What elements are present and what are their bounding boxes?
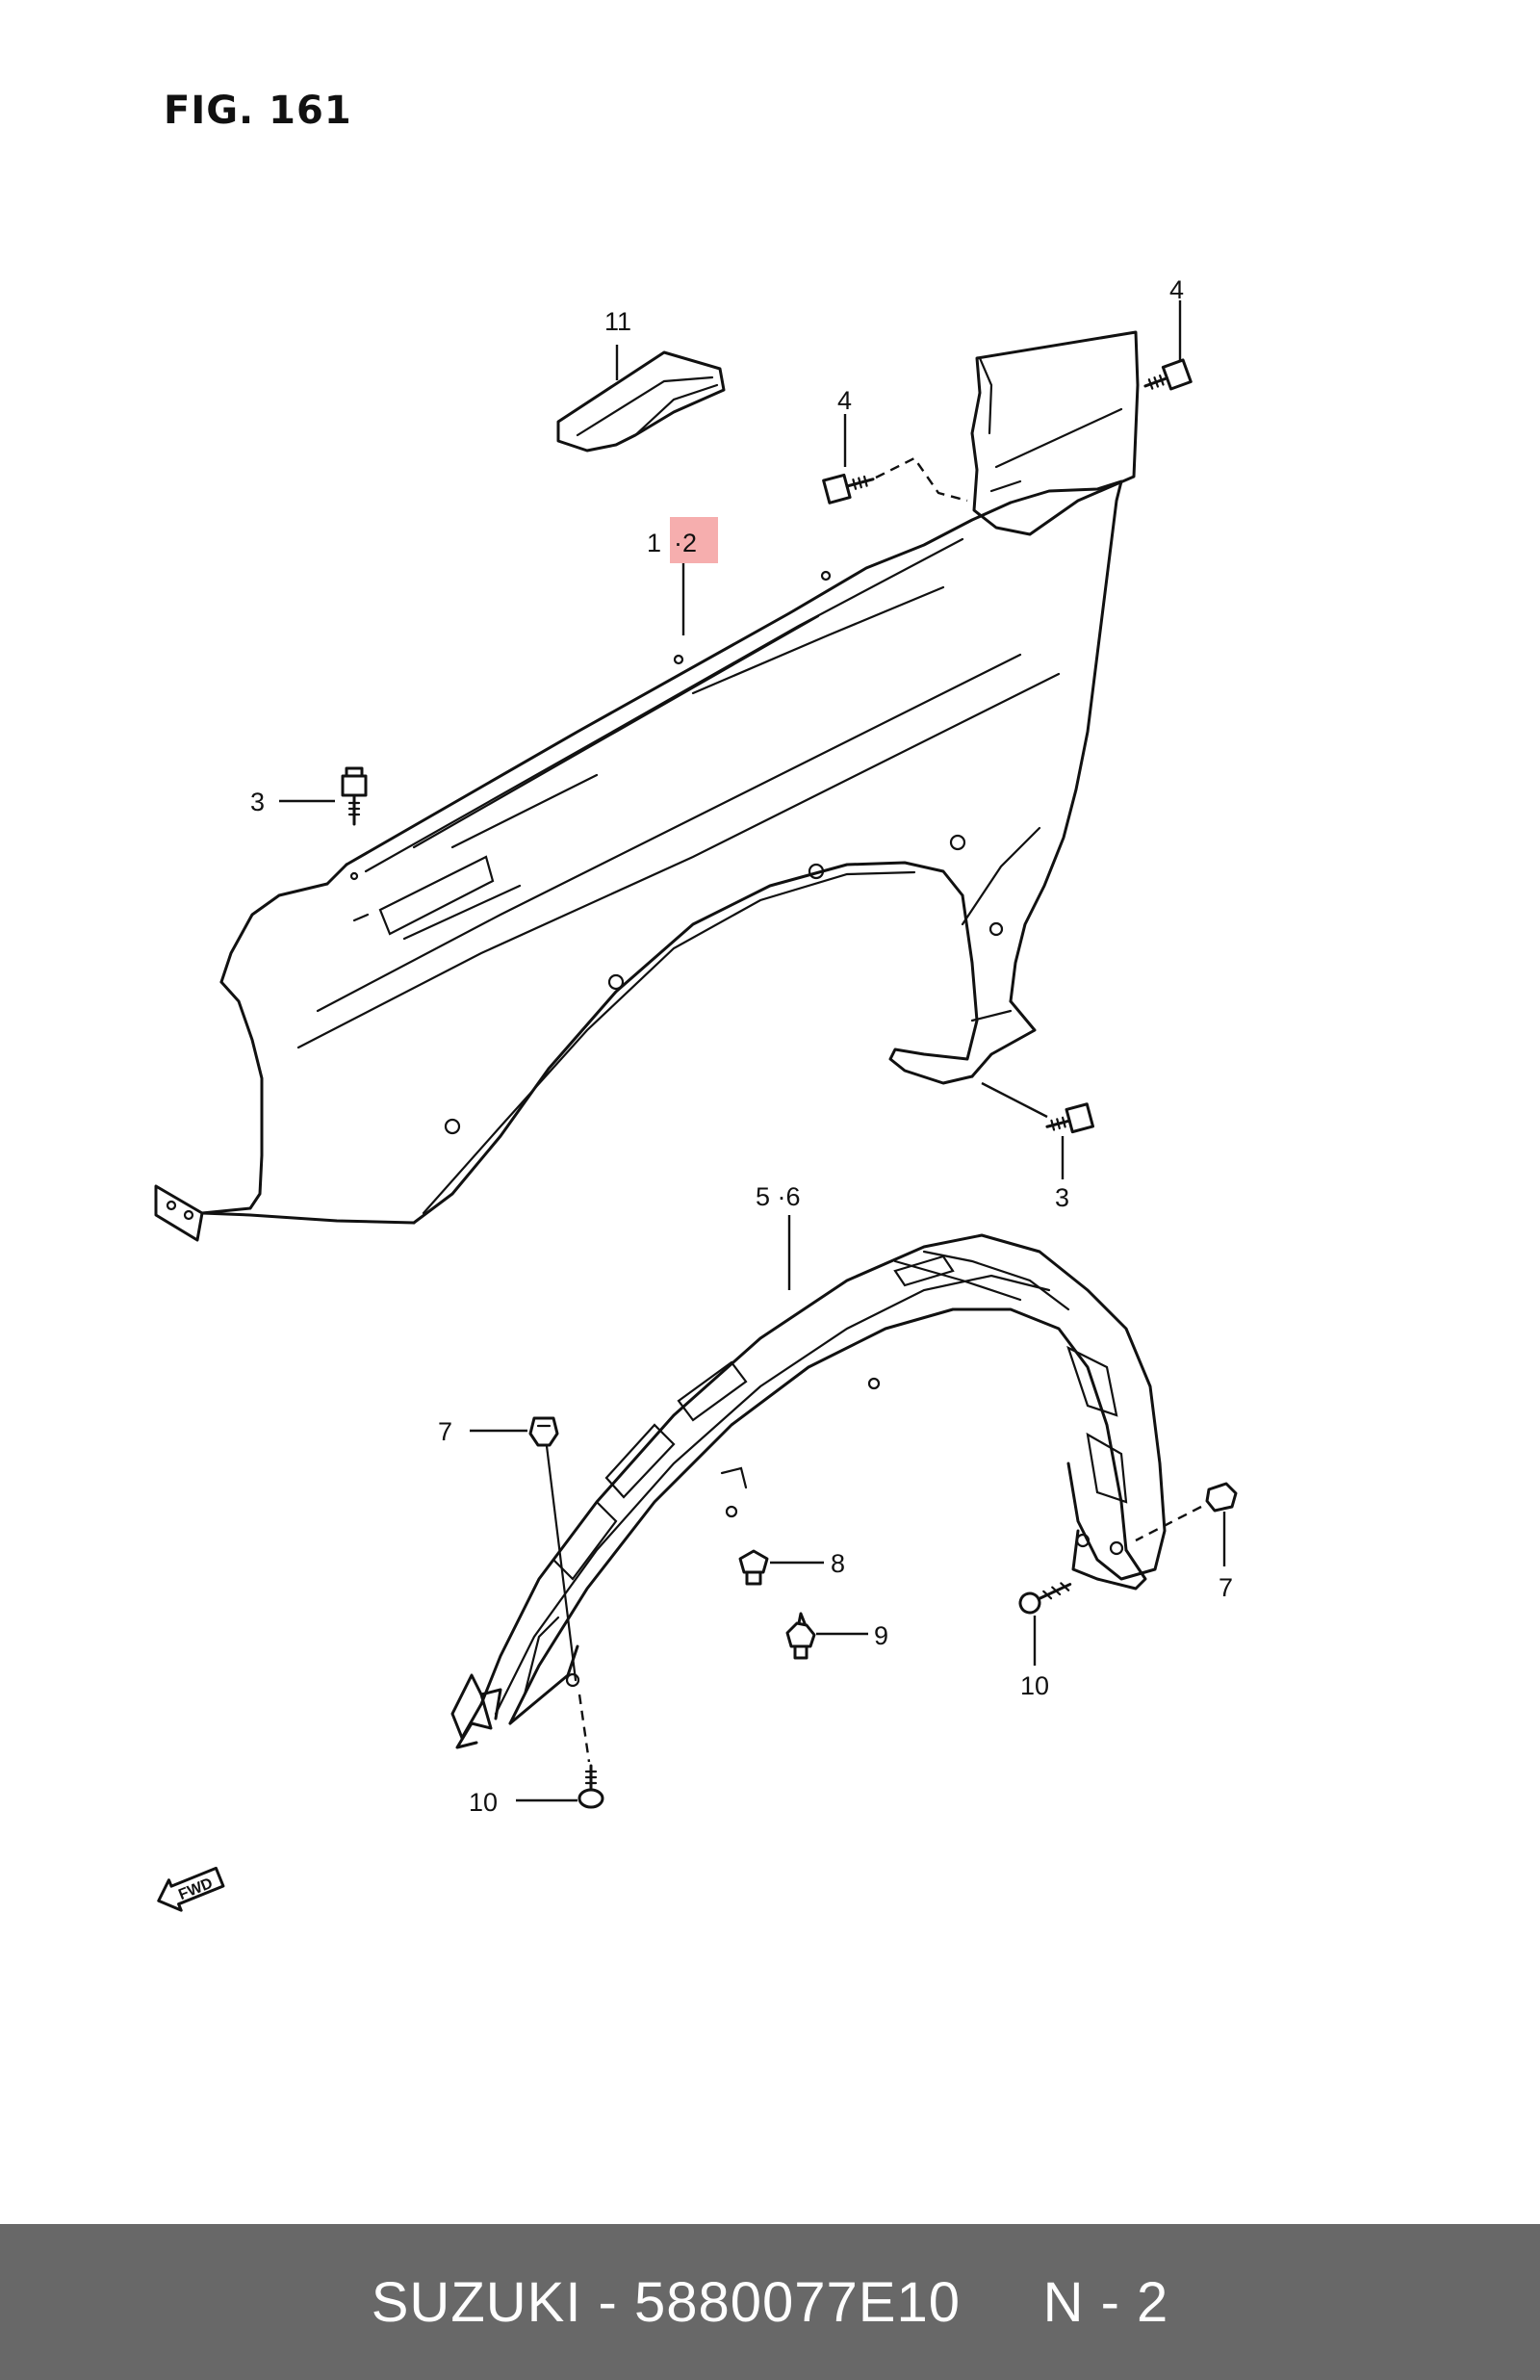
callout-8: 8: [831, 1549, 845, 1578]
fwd-arrow-icon: FWD: [157, 1866, 225, 1912]
figure-title: FIG. 161: [164, 89, 352, 133]
clip-7-right-icon[interactable]: [1205, 1482, 1238, 1513]
callout-10-mid: 10: [1020, 1671, 1049, 1700]
callout-11: 11: [604, 307, 631, 336]
callout-4-top: 4: [1169, 275, 1184, 304]
callout-4-mid: 4: [837, 386, 852, 415]
callout-7-right: 7: [1219, 1573, 1233, 1602]
clip-7-left-icon[interactable]: [528, 1416, 559, 1447]
footer-part-code: 5880077E10: [633, 2270, 961, 2334]
footer-separator: -: [581, 2270, 634, 2334]
footer-brand: SUZUKI: [371, 2270, 582, 2334]
callout-9: 9: [874, 1621, 888, 1650]
exploded-view-drawing: 11 4 4 1 ·2 3 3 5 ·6 7 7 8 9 10 10 FWD: [154, 275, 1238, 1912]
callout-3-right: 3: [1055, 1183, 1069, 1212]
callout-5-6: 5 ·6: [756, 1182, 801, 1211]
part-2-highlight: [670, 517, 718, 563]
callout-2: ·2: [674, 529, 697, 557]
fender-upper-bracket[interactable]: [970, 330, 1140, 536]
clip-9-icon[interactable]: [785, 1612, 816, 1660]
bolt-3-left-icon[interactable]: [341, 766, 368, 826]
callout-10-bottom: 10: [469, 1788, 498, 1817]
clip-8-icon[interactable]: [738, 1549, 769, 1586]
callout-1: 1: [647, 529, 661, 557]
footer-gap: [961, 2270, 1043, 2335]
callout-7-left: 7: [438, 1417, 452, 1446]
part-11-cover[interactable]: [556, 350, 726, 453]
callout-3-left: 3: [250, 788, 265, 816]
screw-10-bottom-icon[interactable]: [578, 1764, 604, 1809]
bolt-3-right-icon[interactable]: [1044, 1102, 1094, 1138]
parts-diagram: FIG. 161: [154, 89, 1238, 1912]
bolt-4-upper-icon[interactable]: [1142, 358, 1193, 397]
screw-10-mid-icon[interactable]: [1017, 1575, 1074, 1616]
part-5-fender-liner[interactable]: [450, 1233, 1167, 1749]
footer-page: N - 2: [1042, 2270, 1169, 2334]
bolt-4-mid-icon[interactable]: [822, 468, 877, 504]
footer-bar: SUZUKI - 5880077E10 N - 2: [0, 2224, 1540, 2380]
part-1-fender[interactable]: [154, 479, 1123, 1242]
fwd-arrow-label: FWD: [176, 1876, 215, 1903]
